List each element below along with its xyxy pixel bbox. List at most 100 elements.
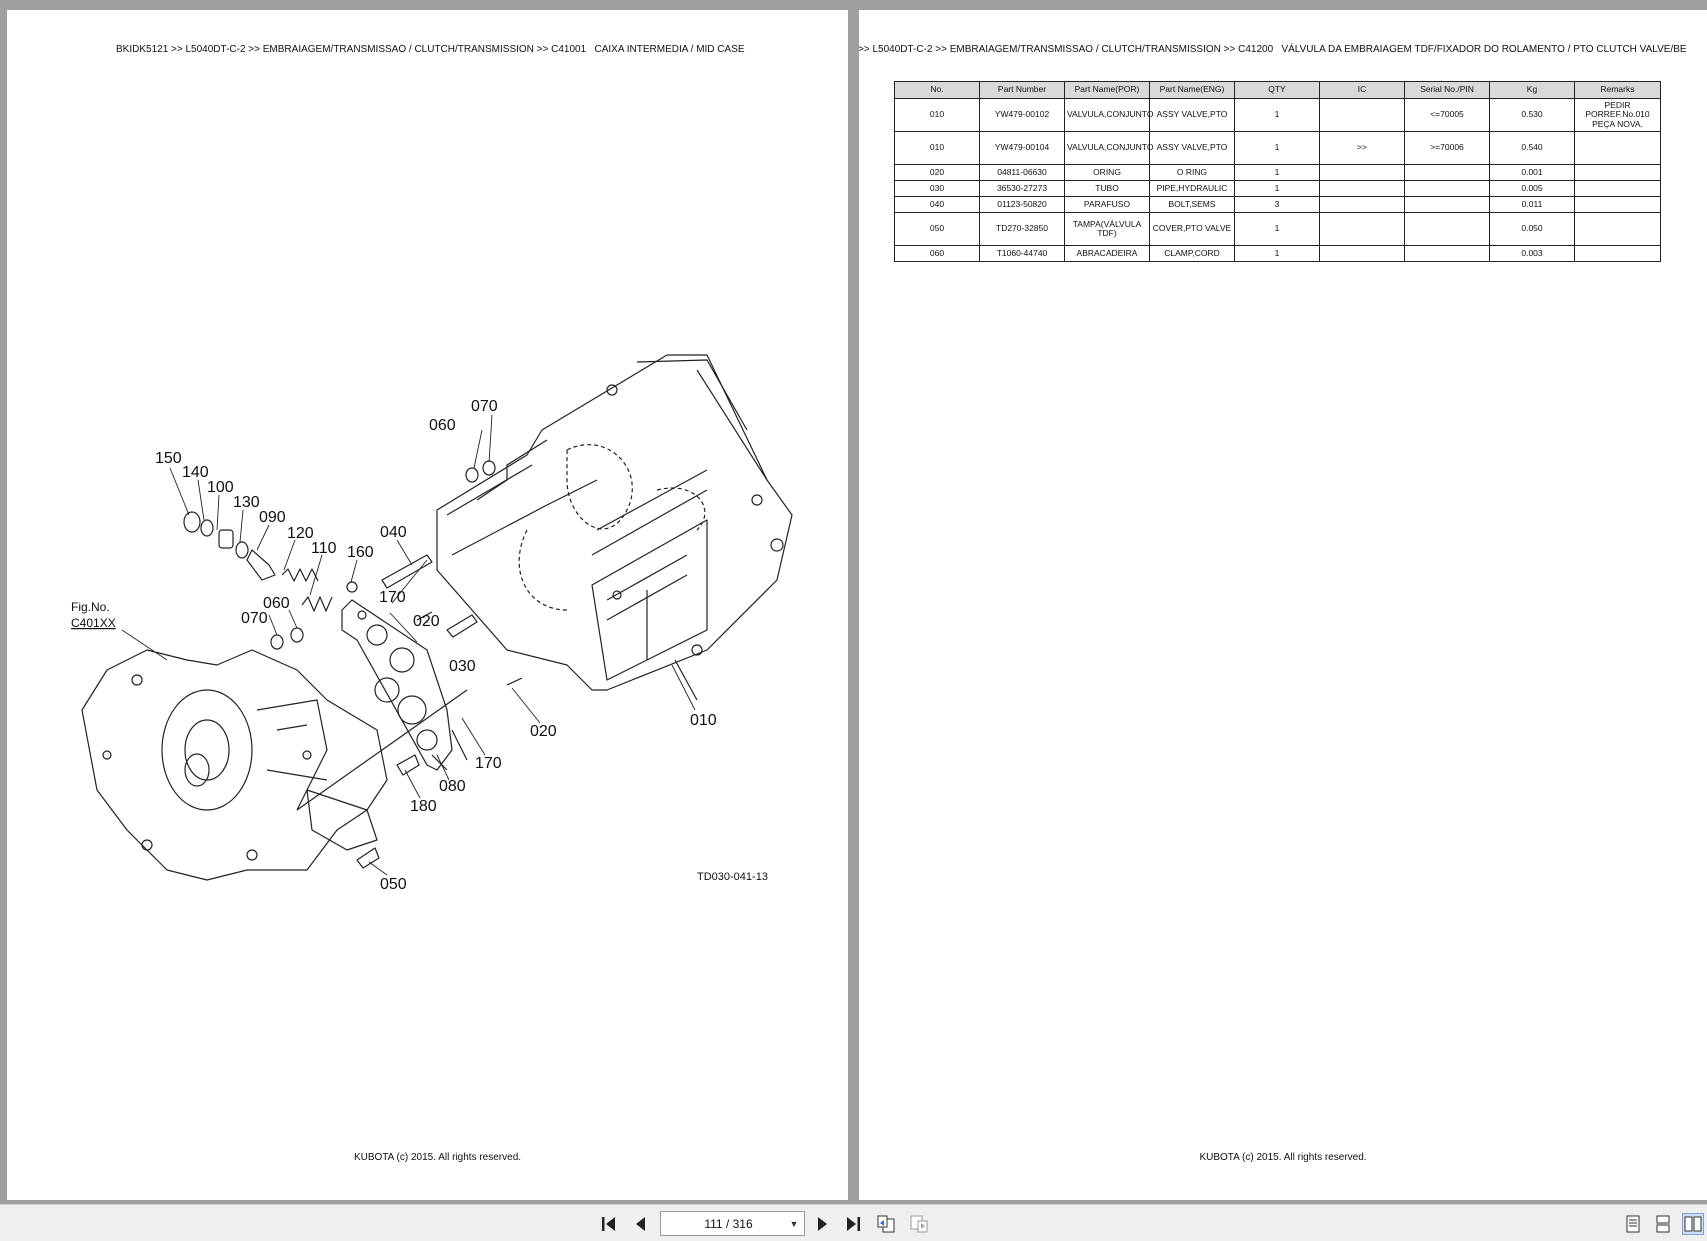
table-cell: 04811-06630	[979, 164, 1065, 181]
clutch-housing-part	[81, 649, 468, 881]
table-cell: 040	[894, 196, 980, 213]
callout-030: 030	[449, 658, 476, 675]
next-page-icon	[818, 1217, 827, 1231]
table-cell: VALVULA,CONJUNTO	[1064, 98, 1153, 132]
first-page-button[interactable]	[598, 1213, 620, 1235]
table-cell: ORING	[1064, 164, 1150, 181]
table-cell	[1319, 164, 1405, 181]
next-page-button[interactable]	[811, 1213, 833, 1235]
two-page-icon	[1684, 1216, 1702, 1232]
continuous-view-button[interactable]	[1652, 1213, 1674, 1235]
document-page-right: >> L5040DT-C-2 >> EMBRAIAGEM/TRANSMISSAO…	[859, 10, 1707, 1200]
table-cell: O RING	[1149, 164, 1235, 181]
parts-table: No. Part Number Part Name(POR) Part Name…	[894, 81, 1661, 262]
table-cell: TD270-32850	[979, 212, 1065, 246]
callout-020-bottom: 020	[530, 723, 557, 740]
table-cell: 060	[894, 245, 980, 262]
copyright-footer: KUBOTA (c) 2015. All rights reserved.	[1199, 1152, 1367, 1163]
table-row: 030 36530-27273 TUBO PIPE,HYDRAULIC 1 0.…	[894, 180, 1661, 197]
pdf-viewer-toolbar: 111 / 316 ▼	[0, 1204, 1707, 1241]
callout-150: 150	[155, 450, 182, 467]
table-cell	[1319, 180, 1405, 197]
previous-view-icon	[877, 1215, 895, 1233]
table-cell: >=70006	[1404, 131, 1490, 165]
table-cell: 0.003	[1489, 245, 1575, 262]
column-header-qty: QTY	[1234, 81, 1320, 99]
table-cell: >>	[1319, 131, 1405, 165]
breadcrumb: >> L5040DT-C-2 >> EMBRAIAGEM/TRANSMISSAO…	[859, 44, 1687, 55]
mid-case-part	[436, 354, 793, 701]
column-header-part-name-por: Part Name(POR)	[1064, 81, 1150, 99]
pto-valve-part	[341, 599, 468, 771]
last-page-button[interactable]	[842, 1213, 864, 1235]
table-cell: 010	[894, 98, 980, 132]
single-page-view-button[interactable]	[1622, 1213, 1644, 1235]
table-cell: 3	[1234, 196, 1320, 213]
table-cell	[1319, 98, 1405, 132]
table-cell: 0.530	[1489, 98, 1575, 132]
go-forward-view-button[interactable]	[908, 1213, 930, 1235]
table-cell: 0.050	[1489, 212, 1575, 246]
column-header-kg: Kg	[1489, 81, 1575, 99]
table-row: 010 YW479-00104 VALVULA,CONJUNTO ASSY VA…	[894, 131, 1661, 165]
callout-080: 080	[439, 778, 466, 795]
copyright-footer: KUBOTA (c) 2015. All rights reserved.	[353, 1152, 522, 1163]
table-cell: 0.001	[1489, 164, 1575, 181]
two-page-view-button[interactable]	[1682, 1213, 1704, 1235]
column-header-remarks: Remarks	[1574, 81, 1661, 99]
table-cell: PIPE,HYDRAULIC	[1149, 180, 1235, 197]
table-cell: 01123-50820	[979, 196, 1065, 213]
table-cell: 1	[1234, 98, 1320, 132]
callout-020-top: 020	[413, 613, 440, 630]
exploded-parts-diagram: Fig.No. C401XX 150 140 100 130 090 120 1…	[71, 354, 793, 893]
next-view-icon	[910, 1215, 928, 1233]
single-page-icon	[1626, 1215, 1640, 1233]
page-number-field[interactable]: 111 / 316 ▼	[660, 1211, 805, 1236]
callout-010: 010	[690, 712, 717, 729]
table-cell: 1	[1234, 164, 1320, 181]
table-cell	[1574, 131, 1661, 165]
table-cell	[1319, 245, 1405, 262]
table-cell: TUBO	[1064, 180, 1150, 197]
table-cell	[1404, 212, 1490, 246]
prev-page-button[interactable]	[630, 1213, 652, 1235]
table-header-row: No. Part Number Part Name(POR) Part Name…	[894, 81, 1661, 99]
table-row: 060 T1060-44740 ABRACADEIRA CLAMP,CORD 1…	[894, 245, 1661, 262]
table-cell: PEDIR PORREF.No.010 PEÇA NOVA.	[1574, 98, 1661, 132]
callout-100: 100	[207, 479, 234, 496]
table-cell: 030	[894, 180, 980, 197]
table-cell: 0.011	[1489, 196, 1575, 213]
first-page-icon	[602, 1217, 615, 1231]
table-cell: YW479-00104	[979, 131, 1065, 165]
table-cell: 020	[894, 164, 980, 181]
table-cell	[1404, 180, 1490, 197]
continuous-page-icon	[1656, 1215, 1670, 1233]
table-cell	[1574, 196, 1661, 213]
table-cell	[1404, 196, 1490, 213]
table-cell: ABRACADEIRA	[1064, 245, 1150, 262]
fig-ref-label: Fig.No.	[71, 600, 110, 614]
table-cell	[1574, 212, 1661, 246]
chevron-down-icon[interactable]: ▼	[789, 1218, 799, 1229]
table-cell	[1574, 164, 1661, 181]
callout-090: 090	[259, 509, 286, 526]
callout-170-bottom: 170	[475, 755, 502, 772]
callout-060-left: 060	[263, 595, 290, 612]
table-row: 020 04811-06630 ORING O RING 1 0.001	[894, 164, 1661, 181]
table-cell: 0.005	[1489, 180, 1575, 197]
table-cell	[1404, 245, 1490, 262]
document-page-left: BKIDK5121 >> L5040DT-C-2 >> EMBRAIAGEM/T…	[7, 10, 848, 1200]
table-cell	[1319, 212, 1405, 246]
table-cell: COVER,PTO VALVE	[1149, 212, 1235, 246]
table-cell: ASSY VALVE,PTO	[1149, 131, 1235, 165]
breadcrumb: BKIDK5121 >> L5040DT-C-2 >> EMBRAIAGEM/T…	[116, 44, 745, 55]
table-cell: TAMPA(VÁLVULA TDF)	[1064, 212, 1150, 246]
callout-130: 130	[233, 494, 260, 511]
table-cell: 1	[1234, 245, 1320, 262]
prev-page-icon	[636, 1217, 645, 1231]
table-cell: ASSY VALVE,PTO	[1149, 98, 1235, 132]
callout-160: 160	[347, 544, 374, 561]
column-header-part-number: Part Number	[979, 81, 1065, 99]
go-back-view-button[interactable]	[875, 1213, 897, 1235]
callout-040: 040	[380, 524, 407, 541]
